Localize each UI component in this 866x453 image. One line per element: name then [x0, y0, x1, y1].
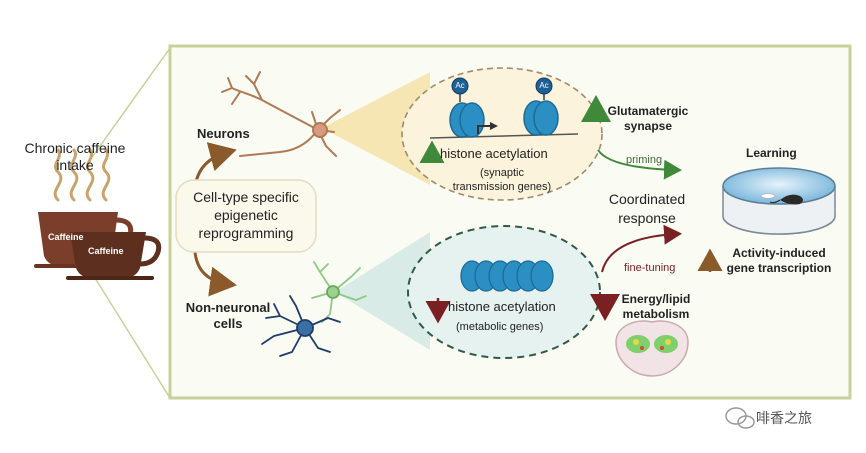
glia-chromatin-ellipse — [407, 225, 601, 359]
glia-genes-label: (metabolic genes) — [456, 321, 544, 333]
wechat-icon — [725, 407, 755, 429]
coordinated-label: Coordinated response — [592, 190, 702, 228]
learning-label: Learning — [746, 146, 797, 160]
reprogramming-line-2: epigenetic — [214, 207, 278, 223]
open-chromatin-icon — [429, 77, 579, 139]
energy-line-2: metabolism — [622, 307, 690, 321]
neuron-icon — [221, 71, 341, 157]
glia-icon — [261, 261, 367, 357]
neuron-genes-line-1: (synaptic — [479, 167, 525, 179]
cup-front-label: Caffeine — [88, 246, 124, 256]
neuron-genes-label: (synaptic transmission genes) — [432, 166, 572, 194]
reprogramming-label: Cell-type specific epigenetic reprogramm… — [176, 188, 316, 242]
coffee-cups-icon — [34, 212, 162, 280]
reprogramming-line-1: Cell-type specific — [193, 189, 299, 205]
intake-label: Chronic caffeine intake — [20, 140, 130, 174]
neuron-effect-label: histone acetylation — [440, 146, 548, 161]
zoom-line-bottom — [89, 269, 171, 399]
non-neuronal-line-1: Non-neuronal — [185, 300, 271, 315]
neuron-genes-line-2: transmission genes) — [452, 181, 552, 193]
activity-label: Activity-induced gene transcription — [716, 246, 842, 276]
brain-slice-icon — [615, 320, 689, 377]
reprogramming-line-3: reprogramming — [198, 225, 294, 241]
zoom-line-top — [89, 47, 171, 161]
neuron-projection — [322, 72, 430, 185]
priming-arrow — [597, 149, 682, 180]
watermark-text: 啡香之旅 — [756, 411, 812, 427]
glia-projection — [335, 232, 430, 350]
cup-back-label: Caffeine — [48, 232, 84, 242]
neuron-chromatin-ellipse — [401, 67, 603, 201]
activity-line-1: Activity-induced — [732, 246, 826, 260]
glia-effect-label: histone acetylation — [448, 299, 556, 314]
intake-line-2: intake — [56, 157, 94, 173]
non-neuronal-line-2: cells — [213, 316, 243, 331]
ac-marker-1: Ac — [455, 81, 465, 90]
ac-marker-2: Ac — [539, 81, 549, 90]
energy-label: Energy/lipid metabolism — [610, 292, 702, 322]
energy-line-1: Energy/lipid — [621, 292, 691, 306]
reprogramming-box — [175, 179, 317, 253]
priming-label: priming — [626, 154, 663, 166]
coordinated-line-2: response — [618, 210, 676, 226]
water-maze-icon — [722, 167, 836, 235]
glutamatergic-label: Glutamatergic synapse — [600, 104, 696, 134]
fine-tuning-label: fine-tuning — [624, 262, 676, 274]
non-neuronal-label: Non-neuronal cells — [182, 300, 274, 332]
glutamatergic-line-1: Glutamatergic — [607, 104, 689, 118]
coordinated-line-1: Coordinated — [608, 191, 686, 207]
activity-line-2: gene transcription — [726, 261, 832, 275]
arrow-to-non-neuronal — [193, 251, 237, 297]
neurons-label: Neurons — [197, 126, 250, 141]
fine-tuning-arrow — [601, 224, 682, 273]
intake-line-1: Chronic caffeine — [24, 140, 126, 156]
steam-icon — [53, 148, 111, 202]
closed-chromatin-icon — [460, 260, 554, 292]
glutamatergic-line-2: synapse — [623, 119, 673, 133]
